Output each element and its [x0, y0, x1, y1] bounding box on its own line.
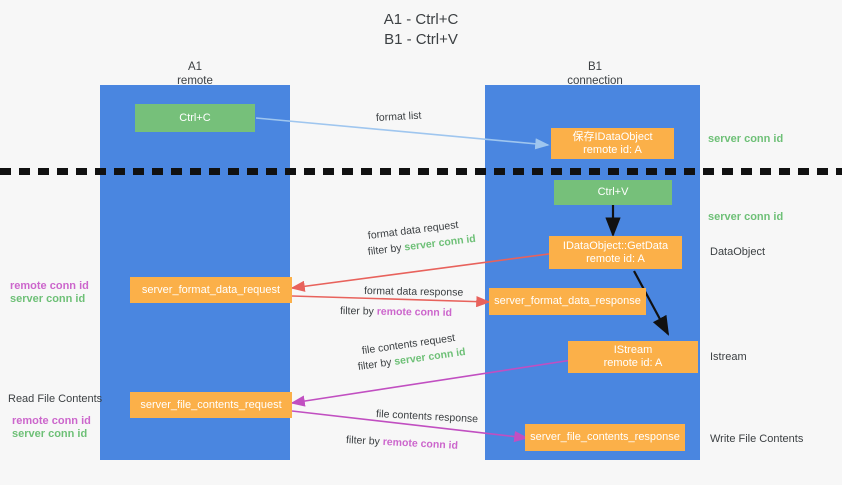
label-remote-conn-id-1: remote conn id — [10, 280, 89, 292]
box-server-file-contents-request[interactable]: server_file_contents_request — [130, 392, 292, 418]
box-ctrl-v[interactable]: Ctrl+V — [554, 180, 672, 205]
filter-target-remote-conn-id-4: remote conn id — [382, 435, 459, 452]
column-b1-name: B1 — [587, 61, 603, 73]
box-idataobject-getdata[interactable]: IDataObject::GetData remote id: A — [549, 236, 682, 269]
label-istream: Istream — [710, 351, 747, 363]
column-header-a1: A1 remote — [140, 60, 250, 88]
filter-by-text-1: filter by — [367, 241, 403, 258]
box-getdata-title: IDataObject::GetData — [562, 239, 669, 252]
box-ctrl-c-label: Ctrl+C — [179, 111, 211, 124]
filter-target-remote-conn-id-2: remote conn id — [376, 305, 453, 319]
label-write-file-contents: Write File Contents — [710, 433, 804, 445]
filter-by-text-2: filter by — [339, 305, 374, 318]
label-server-conn-id-top: server conn id — [708, 133, 784, 145]
column-b1-sub: connection — [567, 75, 623, 87]
arrow-label-file-contents-response: file contents response — [375, 408, 479, 426]
label-server-conn-id-mid: server conn id — [708, 211, 784, 223]
column-header-b1: B1 connection — [540, 60, 650, 88]
label-dataobject: DataObject — [710, 246, 766, 258]
box-istream-title: IStream — [613, 344, 653, 356]
box-idataobject-sub: remote id: A — [583, 143, 642, 156]
box-server-file-contents-response[interactable]: server_file_contents_response — [525, 424, 685, 451]
phase-separator-dashed-line — [0, 168, 842, 175]
filter-by-text-4: filter by — [345, 434, 381, 448]
column-a1-sub: remote — [177, 75, 213, 87]
box-ctrl-v-label: Ctrl+V — [597, 186, 629, 198]
box-getdata-sub: remote id: A — [586, 252, 645, 265]
label-server-conn-id-1: server conn id — [10, 293, 86, 305]
box-server-format-data-response-label: server_format_data_response — [494, 295, 641, 307]
box-idataobject[interactable]: 保存IDataObject remote id: A — [551, 128, 674, 159]
box-server-format-data-request-label: server_format_data_request — [141, 283, 281, 296]
diagram-title: A1 - Ctrl+C B1 - Ctrl+V — [0, 10, 842, 50]
title-line-2: B1 - Ctrl+V — [384, 31, 458, 48]
box-server-format-data-request[interactable]: server_format_data_request — [130, 277, 292, 303]
column-a1-name: A1 — [187, 61, 203, 73]
box-ctrl-c[interactable]: Ctrl+C — [135, 104, 255, 132]
label-remote-conn-id-2: remote conn id — [12, 415, 91, 427]
label-server-conn-id-2: server conn id — [12, 428, 88, 440]
arrow-label-filter-by-4: filter by remote conn id — [346, 434, 459, 453]
arrow-label-format-list: format list — [375, 109, 422, 124]
box-server-format-data-response[interactable]: server_format_data_response — [489, 288, 646, 315]
box-istream-sub: remote id: A — [603, 357, 663, 369]
box-server-file-contents-request-label: server_file_contents_request — [140, 398, 282, 411]
box-idataobject-title: 保存IDataObject — [572, 130, 653, 143]
filter-by-text-3: filter by — [357, 356, 393, 373]
label-read-file-contents: Read File Contents — [8, 393, 103, 405]
arrow-label-format-data-response: format data response — [363, 285, 464, 299]
title-line-1: A1 - Ctrl+C — [383, 11, 459, 28]
box-istream[interactable]: IStream remote id: A — [568, 341, 698, 373]
arrow-label-filter-by-2: filter by remote conn id — [340, 305, 452, 320]
box-server-file-contents-response-label: server_file_contents_response — [530, 431, 680, 443]
